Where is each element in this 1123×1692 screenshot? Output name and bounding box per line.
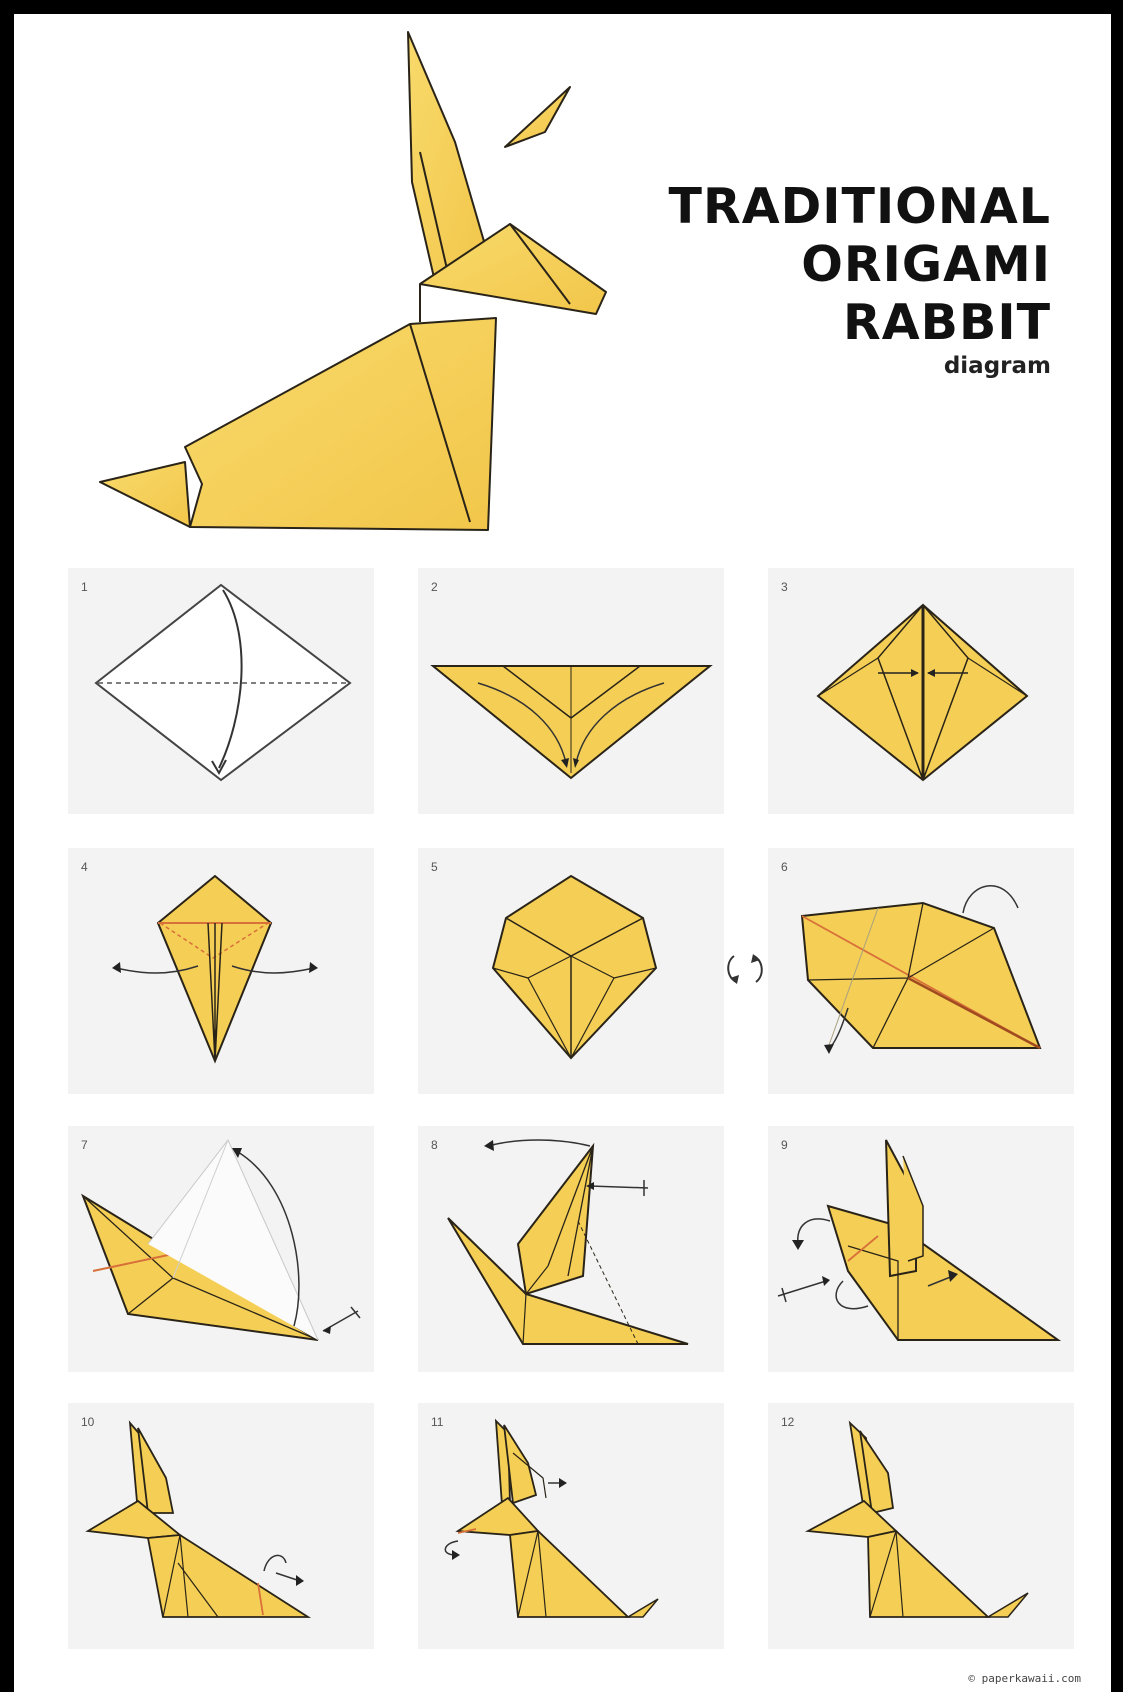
step-1-figure (94, 583, 352, 782)
step-number: 7 (81, 1138, 88, 1152)
step-panel-12: 12 (768, 1403, 1074, 1649)
step-number: 8 (431, 1138, 438, 1152)
step-panel-1: 1 (68, 568, 374, 814)
step-panel-5: 5 (418, 848, 724, 1094)
step-3-figure (816, 603, 1029, 782)
step-panel-3: 3 (768, 568, 1074, 814)
step-4-figure (112, 874, 318, 1064)
credit-text: © paperkawaii.com (968, 1672, 1081, 1685)
title-block: TRADITIONAL ORIGAMI RABBIT diagram (669, 178, 1051, 380)
step-5-figure (491, 874, 658, 1060)
step-8-figure (447, 1139, 689, 1345)
turn-over-icon (727, 954, 763, 984)
step-number: 4 (81, 860, 88, 874)
step-panel-9: 9 (768, 1126, 1074, 1372)
step-number: 11 (431, 1415, 444, 1429)
step-number: 6 (781, 860, 788, 874)
title-line-2: ORIGAMI (801, 236, 1051, 293)
step-10-figure (85, 1420, 312, 1618)
step-panel-6: 6 (768, 848, 1074, 1094)
subtitle: diagram (943, 353, 1051, 379)
step-2-figure (430, 665, 713, 780)
title-line-1: TRADITIONAL (668, 178, 1051, 235)
step-12-figure (804, 1420, 1029, 1618)
hero-rabbit-illustration (99, 31, 607, 531)
step-11-figure (444, 1418, 659, 1618)
step-panel-2: 2 (418, 568, 724, 814)
step-number: 1 (81, 580, 88, 594)
step-7-figure (81, 1139, 361, 1341)
step-panel-10: 10 (68, 1403, 374, 1649)
step-number: 3 (781, 580, 788, 594)
step-number: 5 (431, 860, 438, 874)
title-line-3: RABBIT (842, 294, 1051, 351)
step-panel-7: 7 (68, 1126, 374, 1372)
step-number: 2 (431, 580, 438, 594)
step-panel-4: 4 (68, 848, 374, 1094)
step-panel-11: 11 (418, 1403, 724, 1649)
step-number: 9 (781, 1138, 788, 1152)
step-number: 10 (81, 1415, 95, 1429)
step-6-figure (800, 885, 1042, 1054)
step-number: 12 (781, 1415, 795, 1429)
step-panel-8: 8 (418, 1126, 724, 1372)
step-9-figure (777, 1139, 1062, 1341)
